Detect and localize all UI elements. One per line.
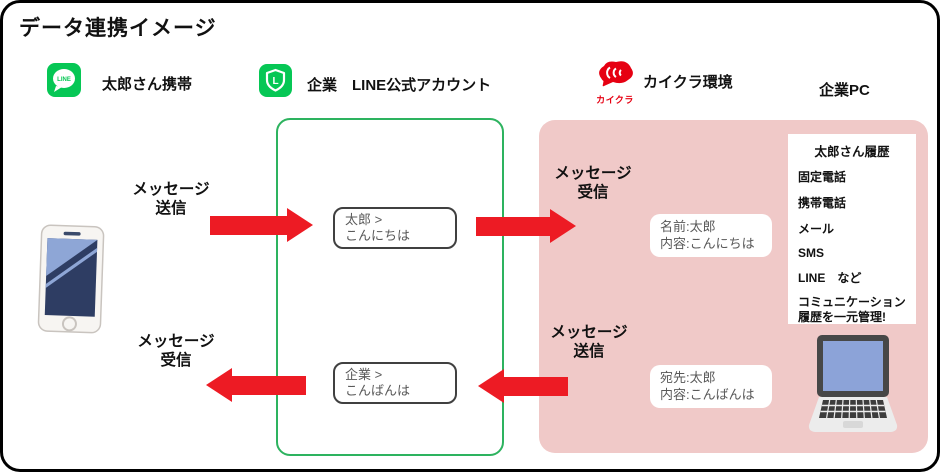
taro-history-panel: 太郎さん履歴 固定電話 携帯電話 メール SMS LINE など コミュニケーシ…	[788, 134, 916, 324]
history-item: 固定電話	[798, 170, 847, 184]
kaikura-bubble-icon	[599, 61, 633, 87]
flow-label-message-receive-top: メッセージ 受信	[554, 165, 632, 201]
kaikura-record-sent: 宛先:太郎 内容:こんばんは	[650, 365, 772, 408]
history-item: メール	[798, 222, 835, 236]
arrow-kaikura-to-line	[478, 369, 568, 403]
actor-label-kaikura: カイクラ環境	[643, 74, 733, 91]
smartphone-illustration	[37, 224, 105, 334]
arrow-head-icon	[550, 209, 576, 243]
kaikura-record-received: 名前:太郎 内容:こんにちは	[650, 214, 772, 257]
line-official-account-box	[276, 118, 504, 456]
line-app-icon: LINE	[47, 63, 81, 97]
arrow-line-to-kaikura	[476, 209, 576, 243]
line-shield-letter: L	[272, 76, 278, 87]
history-item: LINE など	[798, 271, 862, 285]
arrow-send-to-line	[210, 208, 313, 242]
flow-label-message-send-bottom: メッセージ 送信	[550, 324, 628, 360]
laptop-illustration	[808, 335, 898, 432]
flow-label-message-receive-bottom: メッセージ 受信	[137, 333, 215, 369]
kaikura-logo-text: カイクラ	[596, 95, 634, 105]
arrow-head-icon	[287, 208, 313, 242]
history-item: SMS	[798, 246, 825, 260]
arrow-head-icon	[478, 369, 504, 403]
flow-label-message-send-top: メッセージ 送信	[132, 181, 210, 217]
line-official-account-icon: L	[259, 64, 292, 97]
line-icon-label: LINE	[57, 77, 71, 83]
chat-message-incoming: 太郎 > こんにちは	[333, 207, 457, 249]
page-title: データ連携イメージ	[19, 17, 217, 40]
history-note: コミュニケーション履歴を一元管理!	[798, 295, 906, 324]
chat-message-outgoing: 企業 > こんばんは	[333, 362, 457, 404]
history-item: 携帯電話	[798, 196, 847, 210]
actor-label-company-pc: 企業PC	[819, 82, 870, 99]
arrow-head-icon	[206, 368, 232, 402]
history-title: 太郎さん履歴	[814, 145, 890, 159]
actor-label-taro-phone: 太郎さん携帯	[102, 76, 193, 93]
kaikura-logo: カイクラ	[592, 58, 638, 106]
arrow-line-to-phone	[206, 368, 306, 402]
actor-label-line-official: 企業 LINE公式アカウント	[307, 77, 492, 94]
